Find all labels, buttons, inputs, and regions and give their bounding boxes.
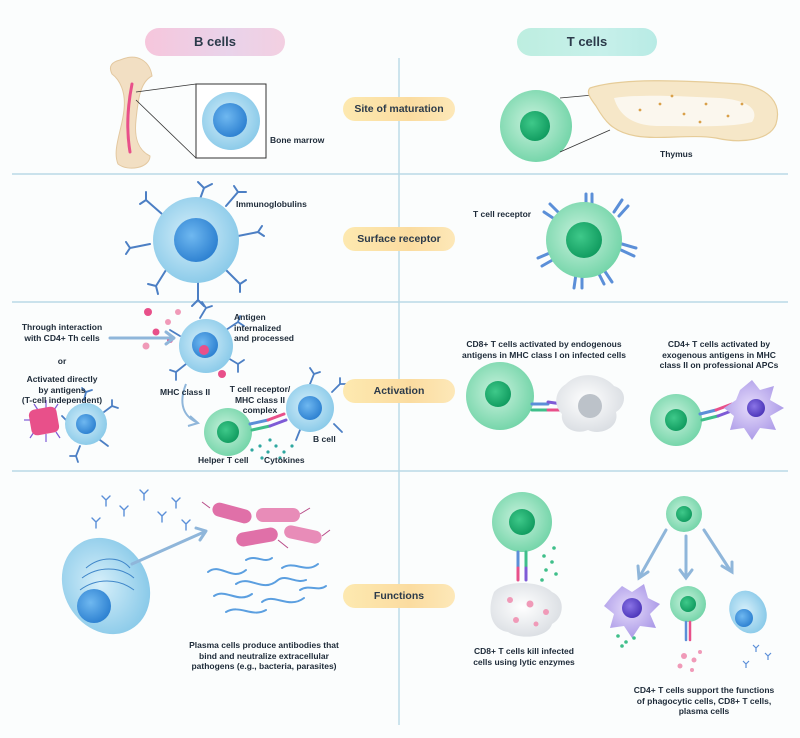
category-functions: Functions	[343, 584, 455, 608]
label-antigen-internalized: Antigen internalized and processed	[234, 312, 294, 344]
label-tcr-mhc-complex: T cell receptor/ MHC class II complex	[229, 384, 291, 416]
label-activated-directly: Activated directly by antigens (T-cell i…	[21, 374, 103, 406]
label-cd4-support: CD4+ T cells support the functions of ph…	[633, 685, 775, 717]
antigen-dots	[142, 308, 181, 350]
category-activation: Activation	[343, 379, 455, 403]
label-b-cell: B cell	[313, 434, 336, 444]
t-cell-maturation	[500, 90, 611, 162]
arrow-to-helper	[181, 383, 201, 427]
label-or: or	[57, 356, 67, 366]
label-cd8-activated: CD8+ T cells activated by endogenous ant…	[462, 339, 626, 360]
antibody-ray	[130, 526, 208, 566]
header-t-cells: T cells	[517, 28, 657, 56]
parasites	[207, 557, 327, 614]
label-helper-t-cell: Helper T cell	[198, 455, 249, 465]
antibodies-y	[91, 489, 191, 531]
label-immunoglobulins: Immunoglobulins	[236, 199, 307, 209]
thymus-illustration	[587, 80, 778, 142]
cd8-activation	[466, 362, 624, 432]
label-through-interaction: Through interaction with CD4+ Th cells	[21, 322, 103, 343]
label-cytokines: Cytokines	[264, 455, 305, 465]
label-cd4-activated: CD4+ T cells activated by exogenous anti…	[659, 339, 779, 371]
bone-illustration	[109, 56, 153, 169]
label-cd8-kill: CD8+ T cells kill infected cells using l…	[473, 646, 575, 667]
t-independent-activation	[24, 387, 119, 463]
cd8-killing	[490, 492, 562, 637]
plasma-cell	[61, 537, 151, 635]
bacteria	[201, 501, 331, 549]
b-cell-antigen-processing	[169, 301, 245, 381]
b-cell-with-immunoglobulins	[125, 181, 265, 307]
cd4-activation	[650, 380, 784, 446]
label-mhc-class-ii: MHC class II	[160, 387, 211, 397]
label-thymus: Thymus	[660, 149, 693, 159]
label-t-cell-receptor: T cell receptor	[473, 209, 532, 219]
label-bone-marrow: Bone marrow	[270, 135, 325, 145]
cytokine-dots	[250, 438, 294, 460]
category-site-of-maturation: Site of maturation	[343, 97, 455, 121]
arrow-interaction	[108, 330, 176, 346]
activated-b-cell	[286, 367, 347, 441]
helper-t-cell	[204, 408, 288, 456]
t-cell-with-receptors	[536, 192, 638, 290]
label-plasma-cells: Plasma cells produce antibodies that bin…	[189, 640, 339, 672]
header-b-cells: B cells	[145, 28, 285, 56]
cd4-support	[604, 496, 772, 672]
zoom-box-bone-marrow	[135, 83, 267, 159]
category-surface-receptor: Surface receptor	[343, 227, 455, 251]
